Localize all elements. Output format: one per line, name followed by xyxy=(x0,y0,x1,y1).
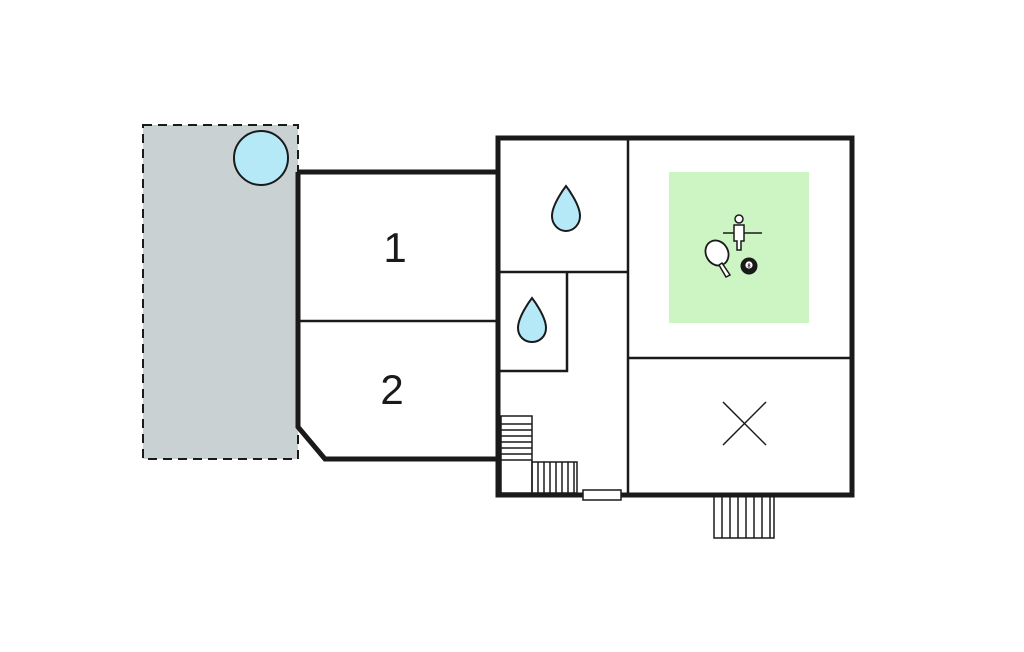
main-building-outline xyxy=(495,135,855,498)
interior-stairs-landing xyxy=(531,461,578,494)
foosball-icon xyxy=(723,214,762,251)
bedroom-wing-outline xyxy=(295,169,498,462)
billiard-ball-number: 8 xyxy=(747,264,750,270)
bedroom-2-number: 2 xyxy=(380,366,403,413)
billiard-ball-icon: 8 xyxy=(740,257,758,275)
bathroom-2-water-drop-icon xyxy=(516,296,548,344)
pool-circle-icon xyxy=(233,130,289,186)
interior-wall-bathroom-2 xyxy=(498,272,569,373)
exterior-steps-icon xyxy=(713,494,775,539)
bedroom-1-number: 1 xyxy=(383,224,406,271)
table-tennis-icon xyxy=(704,239,732,278)
entrance-door xyxy=(582,489,622,501)
cross-icon xyxy=(722,401,767,446)
interior-stairs-icon xyxy=(500,415,533,494)
bathroom-1-water-drop-icon xyxy=(550,184,582,233)
